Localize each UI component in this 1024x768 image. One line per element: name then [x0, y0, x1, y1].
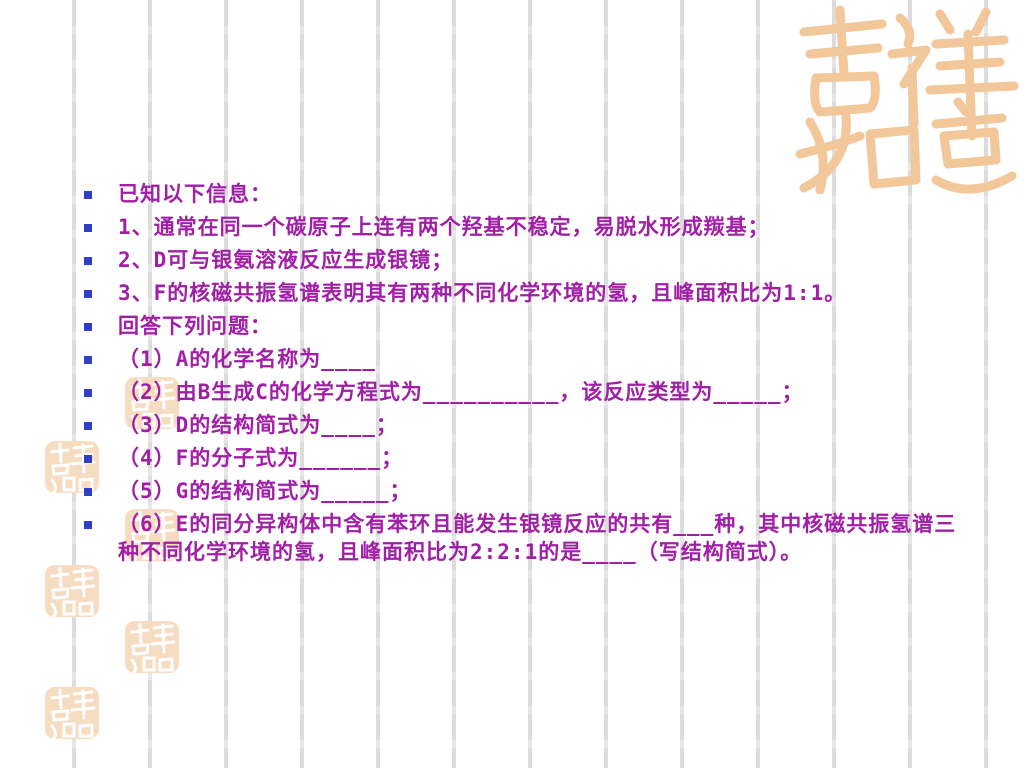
background-stripe — [376, 0, 380, 768]
list-item: （4）F的分子式为______； — [76, 444, 976, 472]
list-item: （6）E的同分异构体中含有苯环且能发生银镜反应的共有___种，其中核磁共振氢谱三… — [76, 510, 976, 566]
background-stripe — [984, 0, 988, 768]
background-stripe — [908, 0, 912, 768]
auspicious-seal-logo — [45, 687, 99, 740]
list-item: 回答下列问题： — [76, 312, 976, 340]
auspicious-seal-logo — [125, 509, 179, 562]
auspicious-seal-logo — [45, 441, 99, 494]
background-stripe — [452, 0, 456, 768]
background-stripe — [72, 0, 76, 768]
list-item: （2）由B生成C的化学方程式为__________，该反应类型为_____； — [76, 378, 976, 406]
auspicious-seal-logo — [125, 621, 179, 674]
auspicious-seal-logo — [795, 5, 1019, 194]
list-item: 已知以下信息： — [76, 180, 976, 208]
auspicious-seal-logo — [125, 377, 179, 430]
list-item: 1、通常在同一个碳原子上连有两个羟基不稳定，易脱水形成羰基； — [76, 213, 976, 241]
auspicious-seal-logo — [45, 565, 99, 618]
list-item: （3）D的结构简式为____； — [76, 411, 976, 439]
background-stripe — [224, 0, 228, 768]
list-item: 3、F的核磁共振氢谱表明其有两种不同化学环境的氢，且峰面积比为1:1。 — [76, 279, 976, 307]
background-stripe — [832, 0, 836, 768]
list-item: （1）A的化学名称为____ — [76, 345, 976, 373]
background-stripe — [604, 0, 608, 768]
background-stripe — [528, 0, 532, 768]
background-stripe — [300, 0, 304, 768]
list-item: 2、D可与银氨溶液反应生成银镜； — [76, 246, 976, 274]
list-item: （5）G的结构简式为_____； — [76, 477, 976, 505]
bullet-list: 已知以下信息： 1、通常在同一个碳原子上连有两个羟基不稳定，易脱水形成羰基； 2… — [76, 180, 976, 566]
slide-content: 已知以下信息： 1、通常在同一个碳原子上连有两个羟基不稳定，易脱水形成羰基； 2… — [76, 180, 976, 571]
background-stripe — [756, 0, 760, 768]
background-stripe — [680, 0, 684, 768]
